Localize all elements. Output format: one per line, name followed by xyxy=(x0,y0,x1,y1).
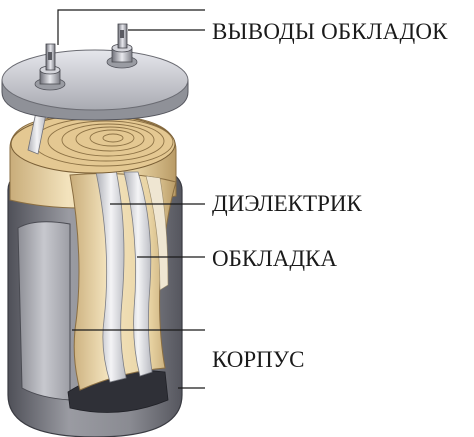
terminals-label: ВЫВОДЫ ОБКЛАДОК xyxy=(212,19,448,44)
terminal-left xyxy=(34,43,66,91)
case-label: КОРПУС xyxy=(212,347,305,372)
dielectric-label: ДИЭЛЕКТРИК xyxy=(212,191,362,216)
terminal-right xyxy=(106,23,138,69)
leader-terminals xyxy=(57,9,205,45)
plate-label: ОБКЛАДКА xyxy=(212,246,338,271)
lid xyxy=(1,49,189,121)
leader-lines xyxy=(57,9,205,389)
winding-roll xyxy=(9,111,177,391)
foil-strip xyxy=(95,169,127,383)
